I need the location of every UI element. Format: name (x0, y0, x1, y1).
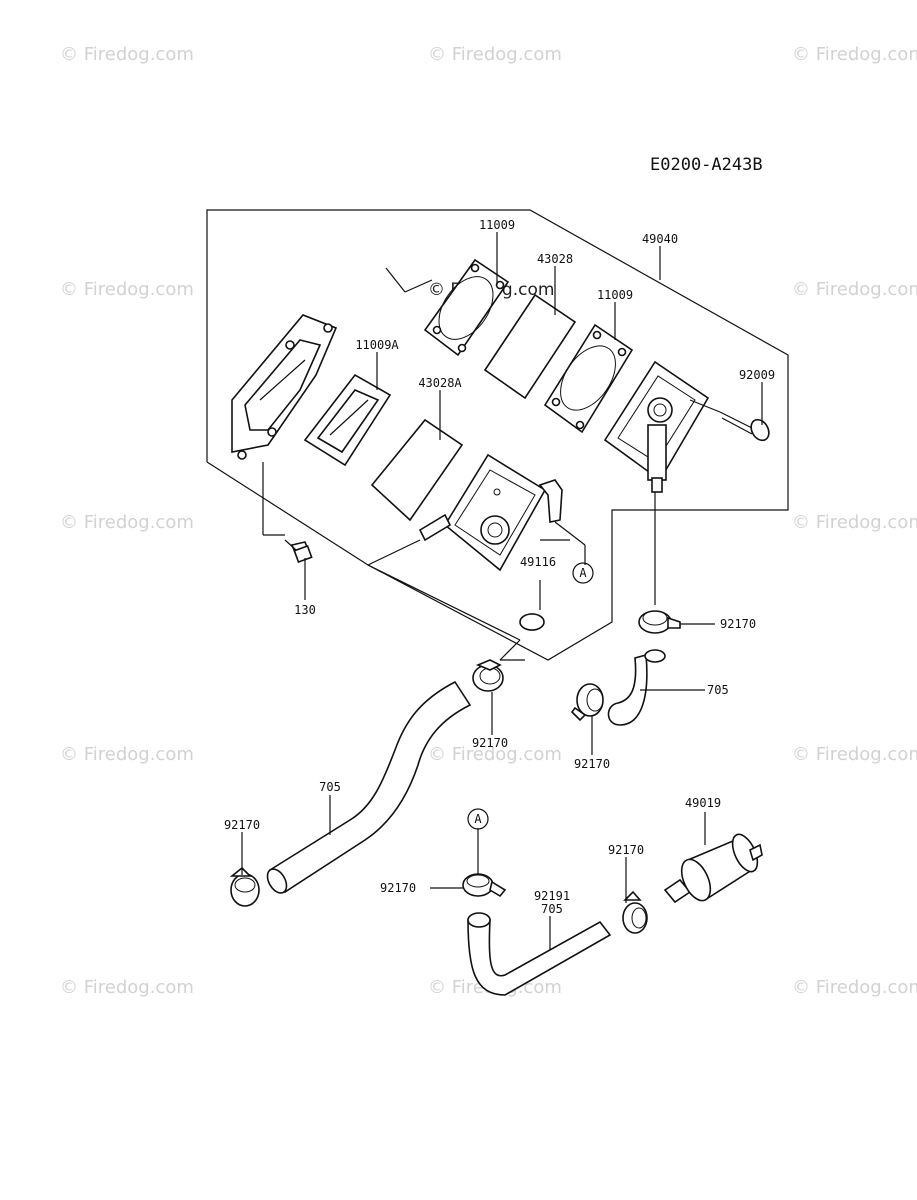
callout-11009a: 11009A (355, 338, 399, 352)
callout-11009-right: 11009 (597, 288, 633, 302)
pump-body-left-part (418, 453, 563, 631)
clamp-92170-midleft-part (472, 659, 504, 692)
pump-cover-right-part (603, 360, 710, 493)
clamp-92170-bottom-part (462, 873, 507, 898)
callout-92170-far-left: 92170 (224, 818, 260, 832)
watermark: © Firedog.com (792, 279, 917, 300)
hose-705-left-part (266, 680, 472, 894)
callout-49116: 49116 (520, 555, 556, 569)
watermark: © Firedog.com (60, 512, 194, 533)
fuel-filter-49019-part (663, 833, 763, 904)
callout-92009: 92009 (739, 368, 775, 382)
clamp-92170-midright-part (570, 683, 604, 722)
watermark: © Firedog.com (792, 744, 917, 765)
leader-line (385, 267, 406, 293)
ref-label: A (474, 812, 482, 826)
watermark: © Firedog.com (60, 279, 194, 300)
watermark: © Firedog.com (60, 744, 194, 765)
callout-92191: 92191 (534, 889, 570, 903)
clamp-92170-farleft-part (229, 866, 260, 907)
callout-43028a: 43028A (418, 376, 462, 390)
callout-92170-bottom-right: 92170 (608, 843, 644, 857)
bolt-130-part (284, 539, 313, 600)
watermark: © Firedog.com (792, 44, 917, 65)
watermark: © Firedog.com (792, 512, 917, 533)
ref-label: A (579, 566, 587, 580)
ref-circle-a-1: A (572, 562, 594, 584)
leader-line (499, 639, 521, 661)
assembly-boundary (206, 209, 789, 661)
callout-705-left: 705 (319, 780, 341, 794)
leader-line (367, 564, 521, 641)
hose-705-bottom-part (467, 912, 612, 996)
callout-705-right: 705 (707, 683, 729, 697)
watermark: © Firedog.com (60, 977, 194, 998)
diaphragm-43028-part (483, 293, 577, 400)
gasket-plate-part (303, 373, 392, 467)
callout-705-bottom: 705 (541, 902, 563, 916)
callout-leaders (241, 232, 763, 950)
watermark: © Firedog.com (428, 744, 562, 765)
watermark: © Firedog.com (428, 44, 562, 65)
leader-line (554, 521, 586, 546)
diagram-code: E0200-A243B (650, 155, 763, 175)
watermark: © Firedog.com (60, 44, 194, 65)
callout-labels: 11009 43028 49040 11009 11009A 43028A 92… (224, 218, 775, 916)
diaphragm-43028a-part (370, 418, 464, 522)
gasket-11009-right-part (543, 323, 634, 434)
callout-92170-bottom-mid: 92170 (380, 881, 416, 895)
leader-line (404, 279, 433, 293)
callout-92170-mid-right: 92170 (574, 757, 610, 771)
callout-49019: 49019 (685, 796, 721, 810)
screw-92009-part (689, 399, 770, 442)
callout-92170-right: 92170 (720, 617, 756, 631)
watermark: © Firedog.com (792, 977, 917, 998)
callout-43028: 43028 (537, 252, 573, 266)
gasket-11009a-part (231, 314, 338, 460)
ref-circle-a-2: A (467, 808, 489, 830)
clamp-92170-right-part (638, 610, 681, 634)
clamp-92170-bottomright-part (622, 890, 648, 934)
gasket-11009-top-part (423, 258, 510, 357)
callout-92170-mid-left: 92170 (472, 736, 508, 750)
leader-line (367, 539, 421, 566)
callout-11009-top: 11009 (479, 218, 515, 232)
hose-705-right-part (607, 649, 666, 726)
callout-49040: 49040 (642, 232, 678, 246)
callout-130: 130 (294, 603, 316, 617)
